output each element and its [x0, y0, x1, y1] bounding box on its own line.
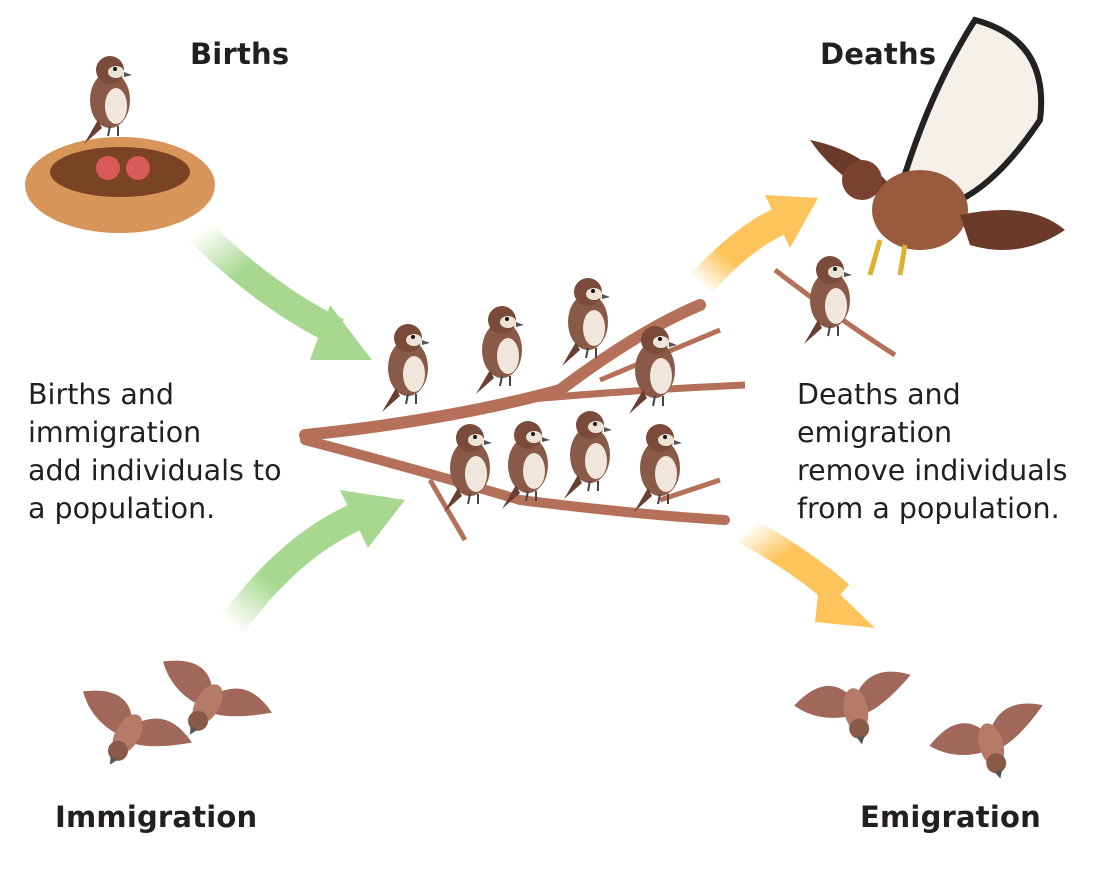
nest-with-parent-bird — [25, 55, 215, 233]
immigration-label: Immigration — [55, 800, 258, 834]
immigrating-sparrows — [58, 646, 276, 795]
add-individuals-caption: Births and immigration add individuals t… — [28, 378, 282, 525]
arrow-population-to-emigration — [738, 517, 875, 628]
remove-individuals-caption: Deaths and emigration remove individuals… — [797, 378, 1068, 525]
arrow-population-to-deaths — [689, 195, 818, 295]
arrow-births-to-population — [190, 221, 372, 360]
hawk-predator — [810, 16, 1065, 276]
prey-sparrow-on-twig — [773, 255, 897, 358]
arrow-immigration-to-population — [220, 490, 405, 634]
emigrating-sparrows — [791, 667, 1059, 795]
deaths-label: Deaths — [820, 37, 937, 71]
emigration-label: Emigration — [860, 800, 1041, 834]
population-on-branch — [299, 277, 746, 542]
births-label: Births — [190, 37, 290, 71]
